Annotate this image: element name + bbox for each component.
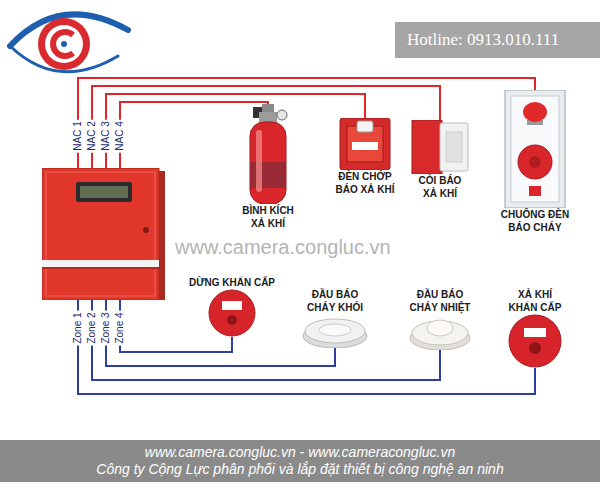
detector-shell — [412, 321, 468, 345]
alarm-bell — [518, 145, 552, 179]
panel-stripe — [42, 260, 159, 267]
wire-label: NAC 4 — [114, 119, 126, 152]
release-illustration — [495, 314, 575, 368]
cylinder-illustration — [228, 104, 308, 204]
detector-chamber — [319, 324, 351, 336]
logo-ring — [38, 18, 90, 70]
wire-label: NAC 1 — [72, 119, 84, 152]
manual-release: XẢ KHÍ KHẨN CẤP — [495, 288, 575, 368]
strobe-light: ĐÈN CHỚP BÁO XẢ KHÍ — [325, 118, 405, 196]
horn-grille — [440, 123, 468, 171]
pressure-gauge — [277, 110, 287, 120]
cylinder-body — [250, 122, 286, 204]
watermark-text: www.camera.congluc.vn — [175, 236, 391, 258]
stop-illustration — [182, 289, 282, 337]
heat-dome — [427, 320, 453, 336]
wire-label: Zone 3 — [100, 310, 112, 345]
footer-text: Công ty Cộng Lực phân phối và lắp đặt th… — [96, 461, 503, 478]
panel-display — [80, 186, 128, 198]
footer-text: www.camera.congluc.vn - www.cameraconglu… — [145, 444, 455, 461]
panel-illustration — [42, 168, 165, 300]
warning-lamp — [523, 102, 547, 122]
gas-cylinder: BÌNH KÍCH XẢ KHÍ — [228, 104, 308, 230]
detector-shell — [305, 319, 365, 343]
device-label: BÌNH KÍCH XẢ KHÍ — [236, 204, 300, 230]
panel-display-frame — [76, 182, 132, 202]
device-label: XẢ KHÍ KHẨN CẤP — [504, 288, 566, 314]
heat-illustration — [400, 314, 480, 350]
abort-button: DỪNG KHẨN CẤP — [182, 276, 282, 337]
signal-wire — [92, 300, 440, 380]
panel-side — [159, 171, 165, 300]
signal-wire — [106, 94, 365, 168]
button-body — [209, 290, 255, 336]
button-plate — [222, 301, 242, 310]
device-label: CHUÔNG ĐÈN BÁO CHÁY — [496, 208, 574, 234]
wire-label: Zone 2 — [86, 310, 98, 345]
smoke-detector: ĐẦU BÁO CHÁY KHÓI — [295, 288, 375, 348]
logo-letter-shape — [53, 32, 73, 56]
logo-inner — [45, 25, 83, 63]
wire-label: Zone 4 — [114, 310, 126, 345]
strobe-illustration — [325, 118, 405, 170]
horn-cone — [446, 132, 462, 162]
panel-stripe-shadow — [42, 267, 159, 269]
signal-wire — [78, 300, 535, 394]
cabinet-frame — [505, 90, 565, 208]
device-label: CÒI BÁO XẢ KHÍ — [412, 174, 468, 200]
alarm-horn: CÒI BÁO XẢ KHÍ — [400, 120, 480, 200]
signal-wire — [120, 102, 268, 168]
strobe-housing — [340, 118, 390, 170]
wire-label: Zone 1 — [72, 310, 84, 345]
control-panel — [42, 168, 165, 300]
button-core — [227, 315, 237, 325]
logo-dot — [61, 41, 67, 47]
smoke-illustration — [295, 314, 375, 348]
bell-center — [529, 156, 541, 168]
device-label: ĐÈN CHỚP BÁO XẢ KHÍ — [332, 170, 398, 196]
cabinet-glass — [511, 96, 559, 202]
strobe-lamp — [357, 121, 373, 132]
wire-label: NAC 2 — [86, 119, 98, 152]
device-label: DỪNG KHẨN CẤP — [182, 276, 282, 289]
hotline-text: Hotline: 0913.010.111 — [407, 30, 559, 50]
panel-lock — [143, 227, 149, 233]
call-point — [529, 186, 541, 196]
cylinder-highlight — [256, 130, 262, 192]
device-label: ĐẦU BÁO CHÁY KHÓI — [303, 288, 367, 314]
release-body — [509, 315, 561, 367]
release-core — [529, 342, 541, 354]
footer-band: www.camera.congluc.vn - www.cameraconglu… — [0, 440, 600, 482]
horn-base — [412, 120, 442, 174]
release-plate — [524, 328, 546, 337]
heat-detector: ĐẦU BÁO CHÁY NHIỆT — [400, 288, 480, 350]
valve-top — [262, 104, 274, 112]
company-logo — [0, 0, 140, 84]
panel-housing — [42, 168, 159, 300]
cylinder-band — [250, 162, 286, 188]
bell-cabinet: CHUÔNG ĐÈN BÁO CHÁY — [495, 90, 575, 234]
strobe-plate — [352, 142, 378, 150]
hotline-box: Hotline: 0913.010.111 — [395, 22, 600, 58]
panel-door-edge — [46, 172, 155, 296]
wire-label: NAC 3 — [100, 119, 112, 152]
device-label: ĐẦU BÁO CHÁY NHIỆT — [404, 288, 476, 314]
horn-illustration — [400, 120, 480, 174]
bell-illustration — [495, 90, 575, 208]
